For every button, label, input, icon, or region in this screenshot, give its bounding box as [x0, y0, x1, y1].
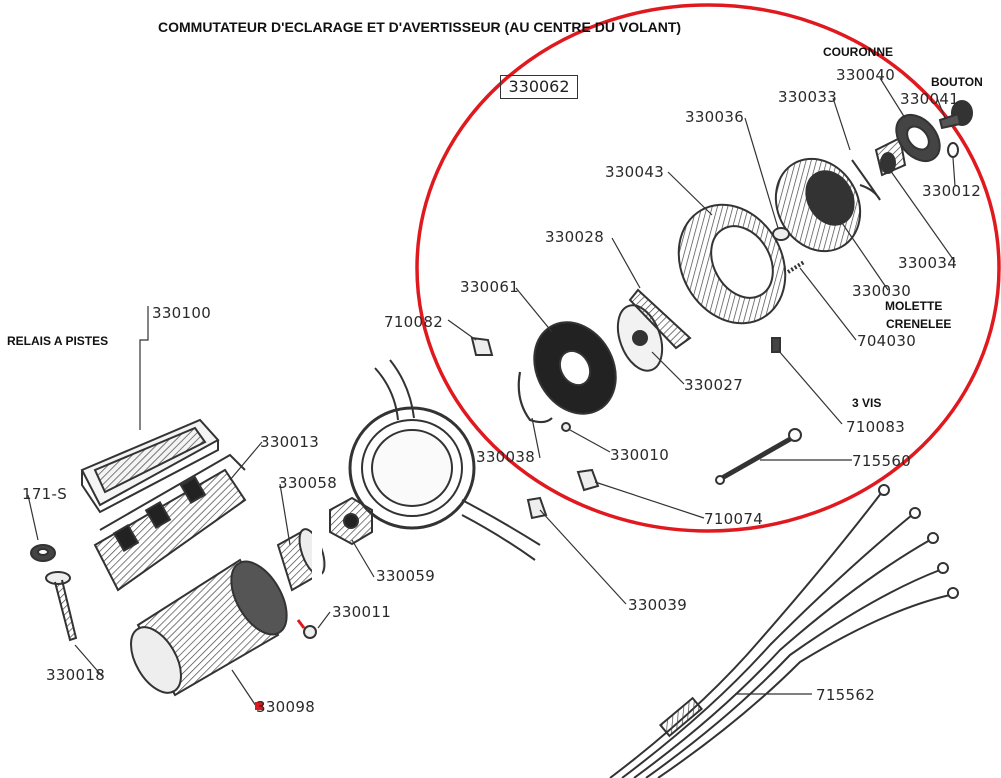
part-710082: 710082 [384, 313, 444, 331]
note-3-vis: 3 VIS [852, 396, 882, 410]
note-crenelee: CRENELEE [886, 317, 952, 331]
note-molette: MOLETTE [885, 299, 943, 313]
part-330040: 330040 [836, 66, 896, 84]
part-330098: 330098 [256, 698, 316, 716]
terminal-tags [470, 336, 600, 520]
part-330011: 330011 [332, 603, 392, 621]
lever-spring [851, 159, 881, 201]
annotation-marks [255, 527, 322, 710]
part-330041: 330041 [900, 90, 960, 108]
part-704030: 704030 [857, 332, 917, 350]
relay-base [93, 453, 247, 592]
part-330030: 330030 [852, 282, 912, 300]
part-715560: 715560 [852, 452, 912, 470]
part-715562: 715562 [816, 686, 876, 704]
contact-plate [533, 321, 617, 415]
part-330018: 330018 [46, 666, 106, 684]
contact-spring [517, 371, 553, 424]
relay-cover [80, 418, 220, 514]
horn-plunger [874, 136, 907, 177]
leader-lines [27, 77, 956, 707]
washer-and-screw [30, 544, 78, 642]
small-screw [296, 619, 317, 639]
note-relais: RELAIS A PISTES [7, 334, 109, 348]
part-330043: 330043 [605, 163, 665, 181]
part-330033: 330033 [778, 88, 838, 106]
spring [771, 260, 806, 353]
hub-nut [329, 496, 373, 546]
part-330010: 330010 [610, 446, 670, 464]
group-reference-box: 330062 [500, 75, 578, 99]
part-330058: 330058 [278, 474, 338, 492]
part-330012: 330012 [922, 182, 982, 200]
part-330027: 330027 [684, 376, 744, 394]
part-330039: 330039 [628, 596, 688, 614]
part-330034: 330034 [898, 254, 958, 272]
part-330036: 330036 [685, 108, 745, 126]
part-710083: 710083 [846, 418, 906, 436]
contact-bridge [628, 288, 692, 350]
part-710074: 710074 [704, 510, 764, 528]
circlip [947, 142, 959, 158]
diagram-title: COMMUTATEUR D'ECLARAGE ET D'AVERTISSEUR … [158, 19, 682, 35]
part-330013: 330013 [260, 433, 320, 451]
highlight-ellipse [415, 3, 1001, 533]
note-bouton: BOUTON [931, 75, 983, 89]
part-330028: 330028 [545, 228, 605, 246]
knurled-wheel [774, 157, 862, 253]
small-washer [772, 227, 790, 241]
crown-ring [895, 113, 941, 163]
switch-tube [130, 558, 288, 697]
part-330059: 330059 [376, 567, 436, 585]
cable-link [715, 428, 802, 485]
note-couronne: COURONNE [823, 45, 894, 59]
outer-ring [677, 203, 787, 325]
part-330038: 330038 [476, 448, 536, 466]
part-171-s: 171-S [22, 485, 68, 503]
wiring-harness [609, 484, 959, 778]
horn-button [938, 100, 973, 130]
steering-wheel [348, 359, 541, 561]
part-330061: 330061 [460, 278, 520, 296]
part-330100: 330100 [152, 304, 212, 322]
